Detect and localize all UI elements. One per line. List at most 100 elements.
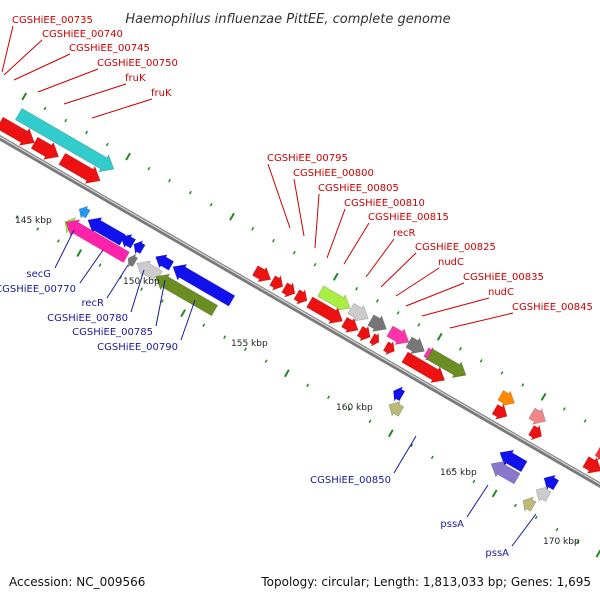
gene-label[interactable]: secG <box>26 269 51 280</box>
gene-arrow[interactable] <box>499 449 528 473</box>
gene-arrow[interactable] <box>341 316 359 333</box>
gene-arrow[interactable] <box>497 390 515 407</box>
gene-arrow[interactable] <box>522 496 537 513</box>
gene-arrow[interactable] <box>528 407 546 425</box>
gene-label[interactable]: CGSHiEE_00750 <box>97 58 178 69</box>
gene-arrow[interactable] <box>369 332 380 347</box>
scale-tick <box>306 383 310 388</box>
gene-label[interactable]: CGSHiEE_00845 <box>512 302 593 313</box>
gene-arrow[interactable] <box>281 281 296 298</box>
gene-arrow[interactable] <box>582 456 600 474</box>
gene-label[interactable]: CGSHiEE_00805 <box>318 183 399 194</box>
gene-label[interactable]: CGSHiEE_00850 <box>310 475 391 486</box>
gene-arrow[interactable] <box>594 446 600 461</box>
gene-label[interactable]: CGSHiEE_00785 <box>72 327 153 338</box>
scale-tick <box>105 142 109 147</box>
gene-arrow[interactable] <box>251 265 272 283</box>
leader-line <box>91 98 153 119</box>
gene-arrow[interactable] <box>356 325 371 342</box>
gene-arrow[interactable] <box>426 348 467 379</box>
scale-tick <box>555 527 559 532</box>
gene-arrow[interactable] <box>382 340 395 356</box>
gene-arrow[interactable] <box>393 386 406 403</box>
gene-arrow[interactable] <box>120 234 137 249</box>
scale-tick <box>147 166 151 171</box>
gene-arrow[interactable] <box>58 152 101 184</box>
gene-arrow[interactable] <box>490 460 521 485</box>
gene-arrow[interactable] <box>528 424 542 441</box>
gene-label[interactable]: fruK <box>125 73 146 84</box>
leader-line <box>130 269 145 313</box>
scale-tick <box>140 287 143 291</box>
scale-tick <box>15 215 19 219</box>
gene-arrow[interactable] <box>172 263 236 307</box>
gene-arrow[interactable] <box>306 296 343 324</box>
gene-arrow[interactable] <box>127 253 139 269</box>
gene-label[interactable]: CGSHiEE_00790 <box>97 342 178 353</box>
gene-label[interactable]: pssA <box>440 519 464 530</box>
leader-line <box>180 299 196 341</box>
gene-arrow[interactable] <box>386 325 410 345</box>
gene-arrow[interactable] <box>133 240 146 255</box>
gene-arrow[interactable] <box>388 401 405 417</box>
gene-label[interactable]: CGSHiEE_00815 <box>368 212 449 223</box>
gene-arrow[interactable] <box>269 274 284 291</box>
scale-label: 150 kbp <box>123 277 160 287</box>
scale-tick <box>292 250 296 255</box>
gene-label[interactable]: CGSHiEE_00770 <box>0 284 76 295</box>
scale-tick <box>243 347 247 351</box>
scale-tick <box>36 227 40 231</box>
leader-line <box>54 229 75 269</box>
gene-label[interactable]: CGSHiEE_00825 <box>415 242 496 253</box>
forward-labels: CGSHiEE_00735 CGSHiEE_00740 CGSHiEE_0074… <box>12 15 593 313</box>
gene-label[interactable]: nudC <box>438 257 464 268</box>
gene-arrow[interactable] <box>155 273 219 317</box>
gene-arrow[interactable] <box>78 205 91 219</box>
gene-arrow[interactable] <box>347 302 369 322</box>
scale-tick <box>313 263 317 267</box>
gene-arrow[interactable] <box>87 217 127 246</box>
genome-summary-text: Topology: circular; Length: 1,813,033 bp… <box>260 575 591 589</box>
scale-tick <box>180 309 186 318</box>
scale-tick <box>332 272 339 281</box>
gene-arrow[interactable] <box>543 474 560 491</box>
leader-line <box>106 264 129 299</box>
scale-tick <box>85 130 89 135</box>
scale-tick <box>264 359 268 363</box>
scale-tick <box>387 429 394 438</box>
label-leaders <box>1 25 537 547</box>
gene-label[interactable]: recR <box>82 298 105 309</box>
gene-arrow[interactable] <box>293 288 308 305</box>
gene-arrow[interactable] <box>155 254 175 271</box>
gene-label[interactable]: CGSHiEE_00810 <box>344 198 425 209</box>
gene-arrow[interactable] <box>317 285 351 311</box>
gene-arrow[interactable] <box>367 314 387 332</box>
gene-label[interactable]: CGSHiEE_00795 <box>267 153 348 164</box>
gene-label[interactable]: CGSHiEE_00835 <box>463 272 544 283</box>
gene-label[interactable]: pssA <box>485 548 509 559</box>
gene-label[interactable]: CGSHiEE_00735 <box>12 15 93 26</box>
gene-label[interactable]: recR <box>393 228 416 239</box>
scale-label: 165 kbp <box>440 468 477 478</box>
leader-line <box>393 435 417 474</box>
gene-arrow[interactable] <box>14 107 115 173</box>
leader-line <box>380 252 417 288</box>
gene-arrow[interactable] <box>491 404 508 420</box>
gene-arrow[interactable] <box>0 116 35 146</box>
gene-label[interactable]: CGSHiEE_00800 <box>293 168 374 179</box>
scale-tick <box>223 335 227 339</box>
leader-line <box>3 39 43 76</box>
gene-arrow[interactable] <box>405 336 425 355</box>
gene-label[interactable]: CGSHiEE_00740 <box>42 29 123 40</box>
scale-tick <box>160 299 164 303</box>
gene-arrow[interactable] <box>30 136 60 160</box>
gene-arrow[interactable] <box>535 486 552 502</box>
gene-label[interactable]: nudC <box>488 287 514 298</box>
gene-label[interactable]: CGSHiEE_00780 <box>47 313 128 324</box>
gene-label[interactable]: CGSHiEE_00745 <box>69 43 150 54</box>
gene-arrow[interactable] <box>401 351 446 384</box>
gene-label[interactable]: fruK <box>151 88 172 99</box>
scale-tick <box>521 383 525 387</box>
scale-tick <box>430 455 434 460</box>
